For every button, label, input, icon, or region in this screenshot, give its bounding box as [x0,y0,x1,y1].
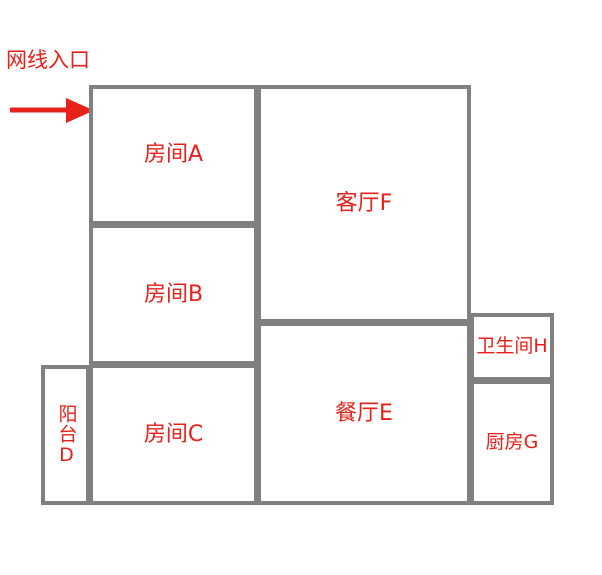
room-a-label: 房间A [143,142,204,168]
kitchen-g-label: 厨房G [485,430,539,453]
bathroom-h: 卫生间H [470,313,554,381]
network-entry-annotation: 网线入口 [0,44,200,134]
room-a: 房间A [89,85,258,225]
balcony-d: 阳台D [41,365,90,505]
balcony-d-label: 阳台D [55,403,78,467]
network-entry-label: 网线入口 [6,48,90,72]
room-b: 房间B [89,224,258,365]
room-c: 房间C [89,364,258,505]
dining-room-e: 餐厅E [257,322,471,505]
kitchen-g: 厨房G [470,380,554,505]
room-c-label: 房间C [143,421,204,447]
dining-room-e-label: 餐厅E [335,400,393,426]
living-room-f: 客厅F [257,85,471,323]
living-room-f-label: 客厅F [335,191,393,217]
bathroom-h-label: 卫生间H [476,335,548,358]
room-b-label: 房间B [143,281,204,307]
right-arrow-icon [10,98,94,123]
